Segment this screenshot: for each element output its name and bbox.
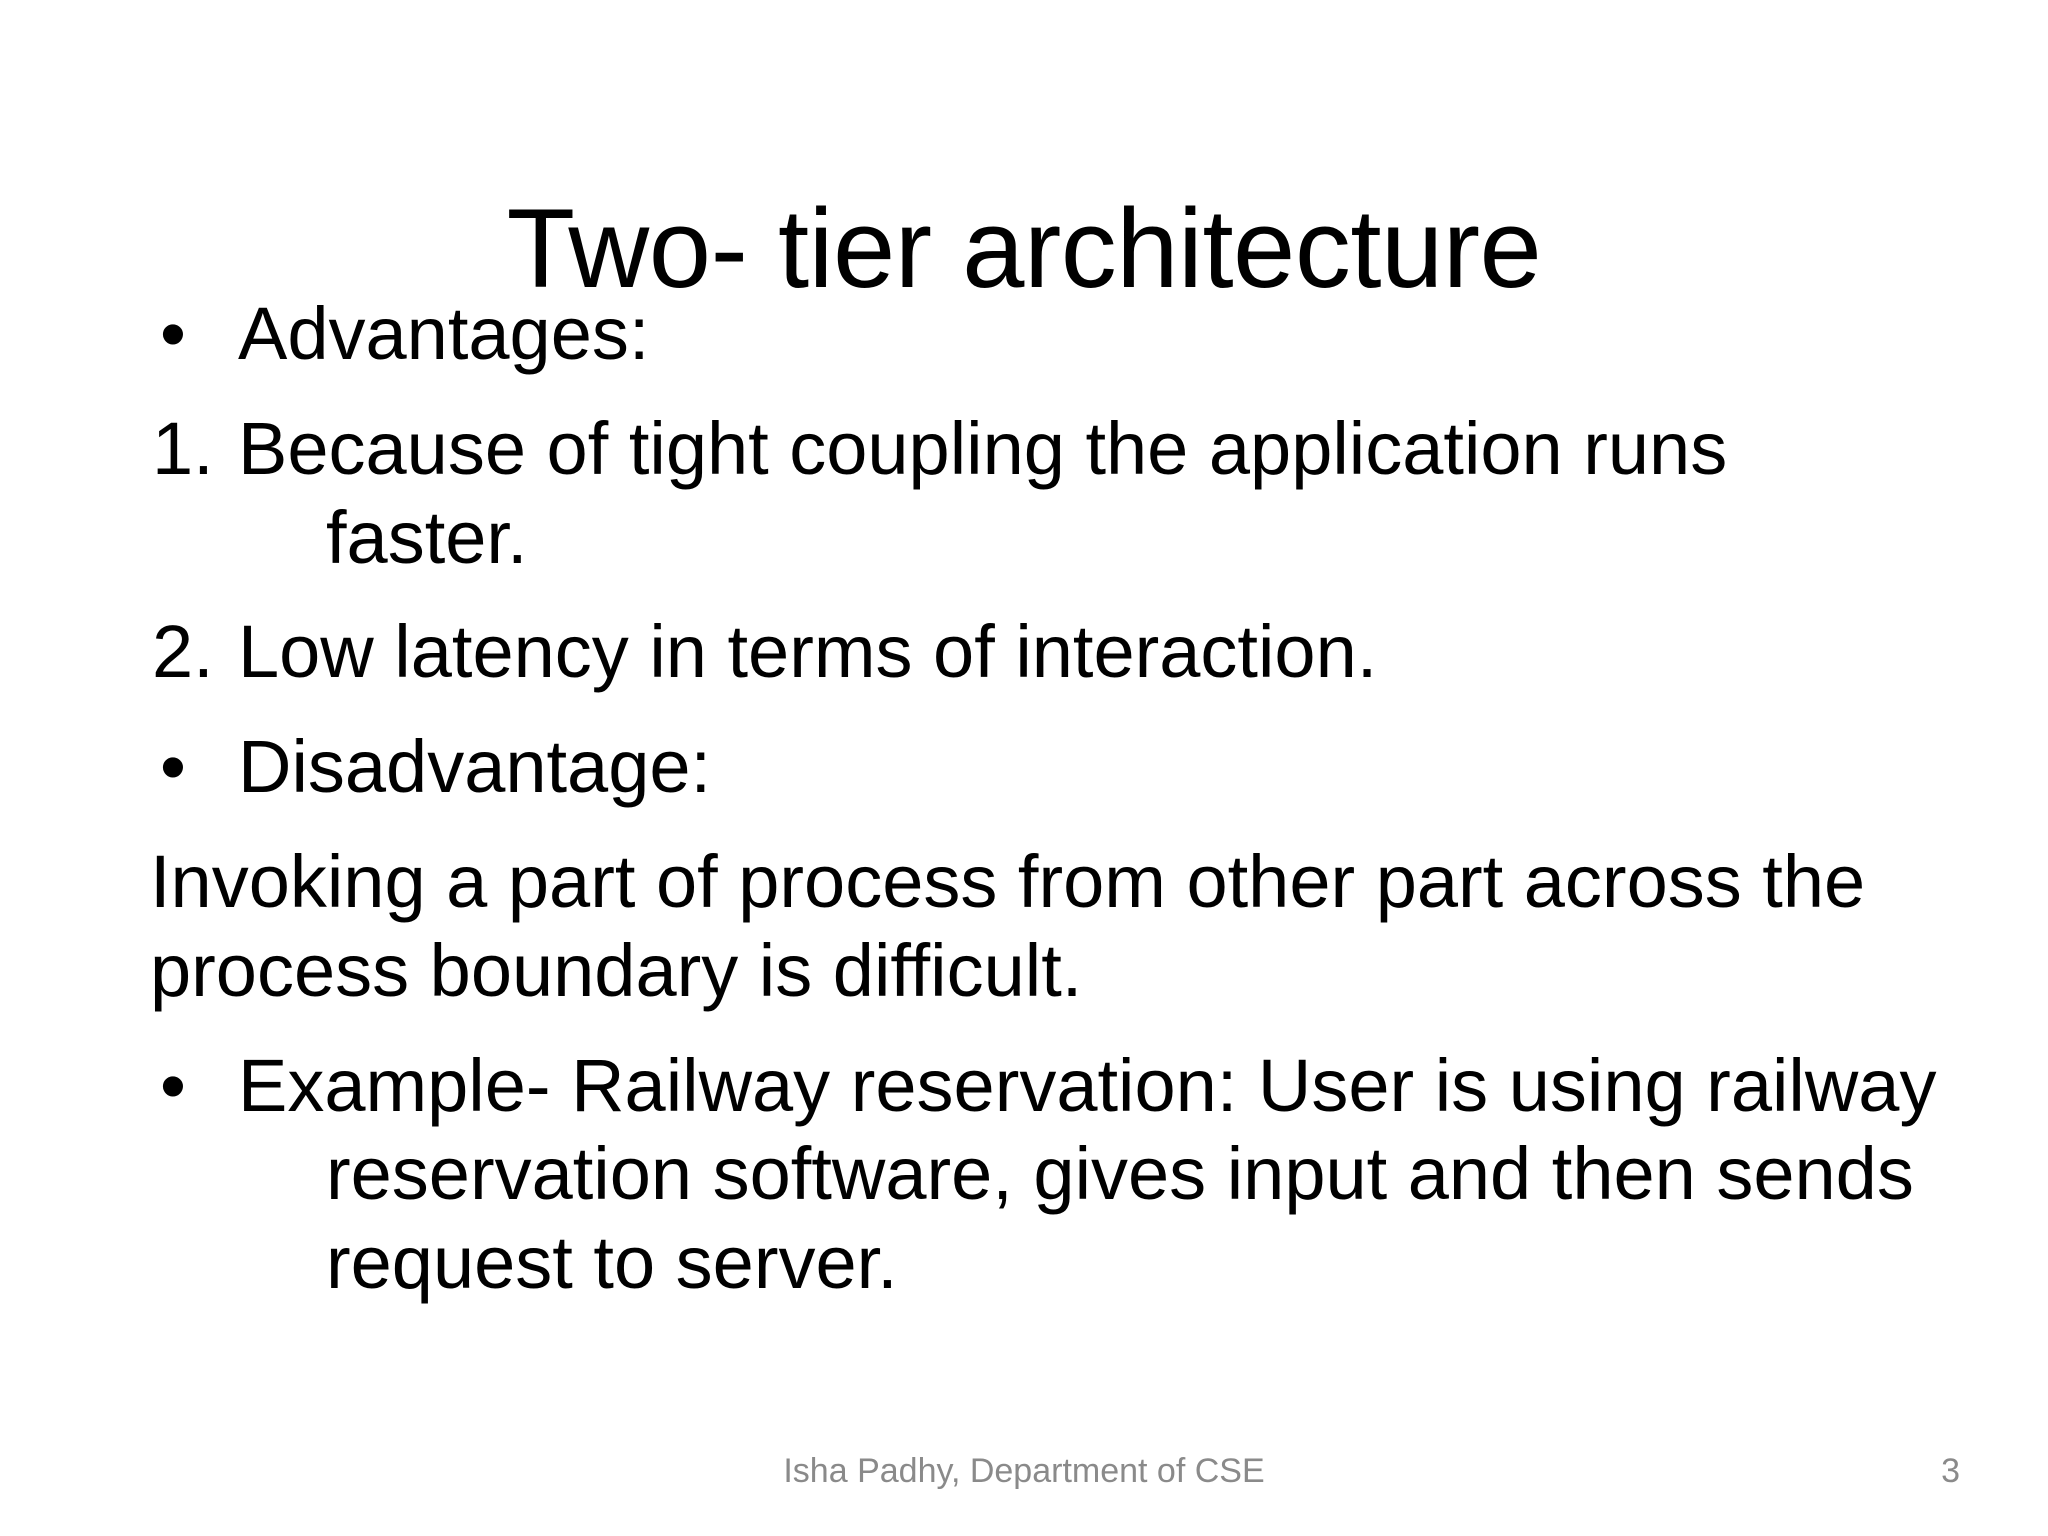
list-item: • Example- Railway reservation: User is … [150, 1042, 1940, 1308]
number-marker: 2. [152, 610, 214, 694]
list-item: • Advantages: [150, 290, 1940, 379]
bullet-marker-icon: • [160, 1043, 186, 1127]
page-title: Two- tier architecture [506, 186, 1542, 312]
list-item-text: Disadvantage: [238, 725, 712, 809]
paragraph: Invoking a part of process from other pa… [150, 838, 1940, 1016]
list-item-text: Example- Railway reservation: User is us… [238, 1043, 1937, 1305]
slide-body: • Advantages: 1. Because of tight coupli… [150, 290, 1940, 1334]
list-item-text: Low latency in terms of interaction. [238, 610, 1378, 694]
list-item: 2. Low latency in terms of interaction. [150, 608, 1940, 697]
page-number: 3 [1941, 1452, 1960, 1490]
footer-attribution: Isha Padhy, Department of CSE [783, 1452, 1265, 1490]
list-item: • Disadvantage: [150, 723, 1940, 812]
list-item-text: Because of tight coupling the applicatio… [238, 406, 1728, 579]
list-item-text: Advantages: [238, 292, 650, 375]
list-item: 1. Because of tight coupling the applica… [150, 405, 1940, 583]
bullet-marker-icon: • [160, 292, 186, 375]
number-marker: 1. [152, 406, 214, 490]
bullet-marker-icon: • [160, 725, 186, 809]
paragraph-text: Invoking a part of process from other pa… [150, 839, 1866, 1012]
